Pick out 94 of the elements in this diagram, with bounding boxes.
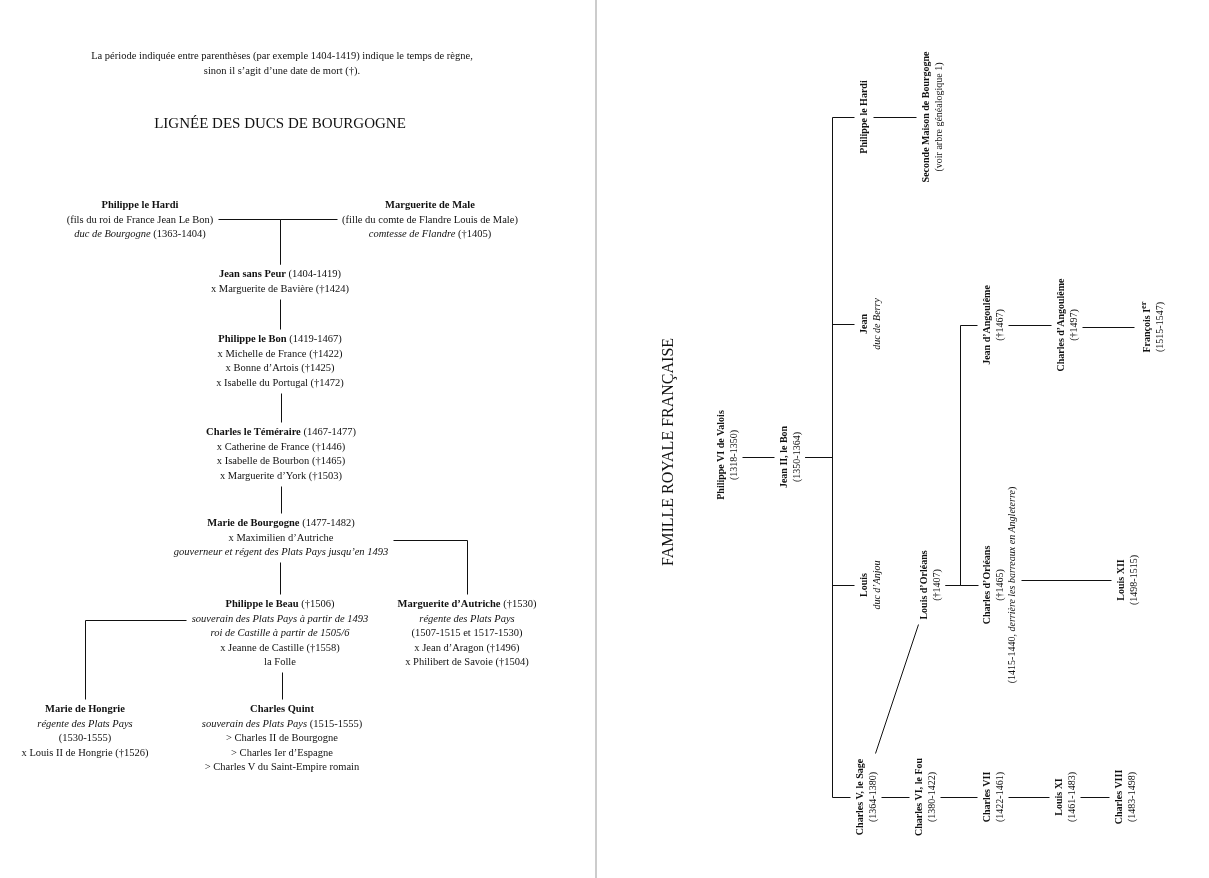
person-detail: (1380-1422) — [925, 771, 938, 824]
person-name: Philippe le Beau (†1506) — [224, 597, 336, 611]
person-detail: (1318-1350) — [727, 429, 740, 482]
lineage-line — [1082, 327, 1135, 328]
person-detail: (fille du comte de Flandre Louis de Male) — [342, 212, 518, 227]
person-detail: x Jean d’Aragon (†1496) — [413, 640, 521, 655]
person-detail: x Catherine de France (†1446) — [215, 439, 347, 454]
person-detail: la Folle — [263, 655, 297, 669]
person-detail: > Charles II de Bourgogne — [225, 731, 339, 745]
person-name: Marguerite de Male — [384, 198, 476, 212]
tree-title: LIGNÉE DES DUCS DE BOURGOGNE — [153, 115, 407, 132]
lineage-line — [1008, 797, 1050, 798]
person-detail: (†1467) — [993, 308, 1006, 343]
person-name: Charles d’Angoulême — [1054, 278, 1067, 372]
lineage-line — [282, 672, 283, 700]
person-detail: (1515-1547) — [1153, 301, 1166, 353]
person-name: Jean d’Angoulême — [980, 285, 993, 365]
lineage-line — [280, 299, 281, 330]
person-name: Jean sans Peur (1404-1419) — [217, 267, 343, 281]
person-detail: (†1407) — [930, 568, 943, 603]
person-detail: régente des Plats Pays — [36, 716, 134, 731]
person-name: Louis d’Orléans — [917, 550, 930, 620]
lineage-line — [280, 562, 281, 595]
person-name: Louis — [857, 572, 870, 599]
person-name: Marie de Hongrie — [44, 702, 126, 716]
person-detail: x Maximilien d’Autriche — [227, 530, 335, 545]
person-detail: > Charles Ier d’Espagne — [230, 745, 334, 760]
person-detail: souverain des Plats Pays à partir de 1493 — [191, 611, 369, 626]
lineage-line — [945, 585, 979, 586]
person-name: Philippe le Hardi — [857, 80, 870, 154]
lineage-line — [742, 457, 775, 458]
person-detail: x Michelle de France (†1422) — [216, 346, 344, 361]
person-name: Louis XI — [1052, 777, 1065, 818]
person-detail: duc d’Anjou — [870, 560, 883, 610]
person-detail: (1498-1515) — [1127, 555, 1140, 605]
person-detail: (1422-1461) — [993, 771, 1006, 823]
person-detail: x Louis II de Hongrie (†1526) — [21, 745, 149, 760]
person-name: Charles Quint — [249, 702, 315, 716]
person-detail: x Marguerite de Bavière (†1424) — [211, 281, 349, 296]
person-detail: régente des Plats Pays — [418, 611, 516, 626]
lineage-line — [1021, 580, 1112, 581]
person-detail: (1530-1555) — [57, 731, 113, 745]
person-detail: (voir arbre généalogique 1) — [932, 61, 945, 174]
person-name: Philippe VI de Valois — [714, 410, 727, 500]
person-name: Charles VI, le Fou — [912, 757, 925, 837]
lineage-line — [85, 620, 187, 700]
note-text: La période indiquée entre parenthèses (par exemple 1404-1419) indique le temps de règne, sinon il s’agit d’une date de mort (†). — [90, 49, 474, 78]
person-name: Marguerite d’Autriche (†1530) — [397, 597, 537, 611]
person-detail: x Bonne d’Artois (†1425) — [224, 361, 336, 375]
person-detail: (1461-1483) — [1065, 772, 1078, 822]
person-name: Seconde Maison de Bourgogne — [919, 51, 932, 183]
person-name: Charles V, le Sage — [853, 758, 866, 836]
lineage-line — [280, 219, 338, 265]
person-detail: (1415-1440, derrière les barreaux en Angleterre) — [1006, 486, 1019, 684]
lineage-line — [1008, 325, 1052, 326]
person-detail: (1350-1364) — [790, 431, 803, 484]
person-detail: roi de Castille à partir de 1505/6 — [209, 626, 351, 640]
person-name: Philippe le Bon (1419-1467) — [217, 332, 343, 346]
person-detail: comtesse de Flandre (†1405) — [367, 227, 493, 241]
lineage-line — [940, 797, 978, 798]
lineage-line — [393, 540, 468, 595]
person-detail: (†1465) — [993, 568, 1006, 603]
person-name: Charles VIII — [1112, 769, 1125, 825]
tree-title: FAMILLE ROYALE FRANÇAISE — [659, 337, 677, 567]
person-name: Jean II, le Bon — [777, 425, 790, 489]
person-detail: gouverneur et régent des Plats Pays jusqu’en 1493 — [173, 545, 389, 559]
person-detail: (1507-1515 et 1517-1530) — [410, 626, 524, 640]
person-name: Louis XII — [1114, 558, 1127, 603]
person-name: Charles VII — [980, 771, 993, 823]
lineage-line — [873, 117, 917, 118]
person-name: Marie de Bourgogne (1477-1482) — [206, 516, 356, 530]
lineage-line — [805, 457, 851, 798]
person-name: Charles le Téméraire (1467-1477) — [206, 425, 356, 439]
person-detail: (fils du roi de France Jean Le Bon) — [66, 212, 214, 227]
person-detail: (1483-1498) — [1125, 771, 1138, 824]
person-detail: x Isabelle de Bourbon (†1465) — [215, 454, 347, 468]
lineage-line — [1080, 797, 1110, 798]
person-detail: x Isabelle du Portugal (†1472) — [216, 375, 344, 390]
person-detail: (†1497) — [1067, 308, 1080, 343]
lineage-line — [281, 393, 282, 423]
person-name: Charles d’Orléans — [981, 544, 994, 627]
person-detail: x Jeanne de Castille (†1558) — [219, 640, 341, 655]
person-detail: duc de Bourgogne (1363-1404) — [73, 227, 207, 241]
person-name: Jean — [857, 313, 870, 336]
person-detail: > Charles V du Saint-Empire romain — [203, 760, 361, 774]
person-detail: duc de Berry — [870, 298, 883, 350]
person-detail: x Philibert de Savoie (†1504) — [404, 655, 530, 669]
lineage-line — [281, 486, 282, 514]
person-detail: (1364-1380) — [866, 771, 879, 824]
person-detail: x Marguerite d’York (†1503) — [218, 468, 344, 483]
lineage-line — [875, 624, 919, 754]
person-name: Philippe le Hardi — [100, 198, 180, 212]
person-detail: souverain des Plats Pays (1515-1555) — [201, 716, 363, 731]
lineage-line — [881, 797, 910, 798]
